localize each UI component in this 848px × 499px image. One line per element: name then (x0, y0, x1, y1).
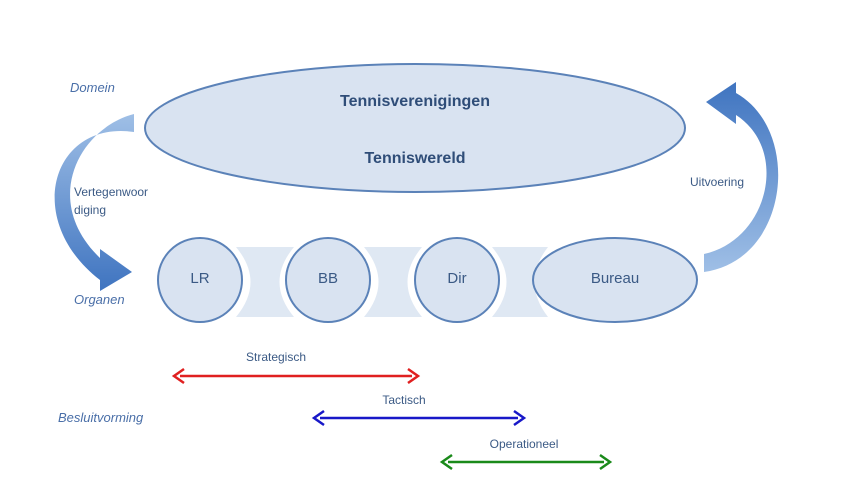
vertegenwoordiging-label-line1: Vertegenwoor (74, 185, 149, 199)
organ-ellipse-bureau (532, 237, 698, 323)
operationeel-label: Operationeel (489, 437, 559, 451)
organ-connectors (236, 247, 548, 317)
uitvoering-label: Uitvoering (690, 175, 745, 189)
organ-label-lr: LR (190, 270, 210, 287)
strategisch-label: Strategisch (245, 350, 307, 364)
operationeel-arrow (439, 453, 613, 471)
organen-label: Organen (74, 292, 125, 307)
organ-label-bureau: Bureau (590, 270, 640, 287)
connector-lr-bb (236, 247, 294, 317)
uitvoering-arrow (704, 82, 779, 272)
connector-bb-dir (364, 247, 422, 317)
tactisch-label: Tactisch (382, 393, 426, 407)
vertegenwoordiging-label-line2: diging (74, 203, 107, 217)
organ-circle-dir (414, 237, 500, 323)
domein-label: Domein (70, 80, 115, 95)
domain-title: Tennisverenigingen (340, 93, 490, 110)
organ-circle-bb (285, 237, 371, 323)
vertegenwoordiging-arrow (54, 114, 134, 291)
organ-label-dir: Dir (447, 270, 467, 287)
domain-subtitle: Tenniswereld (364, 150, 466, 167)
strategisch-arrow (171, 367, 421, 385)
organ-label-bb: BB (317, 270, 339, 287)
domain-ellipse (144, 63, 686, 193)
besluitvorming-label: Besluitvorming (58, 410, 144, 425)
connector-dir-bureau (492, 247, 548, 317)
tactisch-arrow (311, 409, 527, 427)
organ-circle-lr (157, 237, 243, 323)
